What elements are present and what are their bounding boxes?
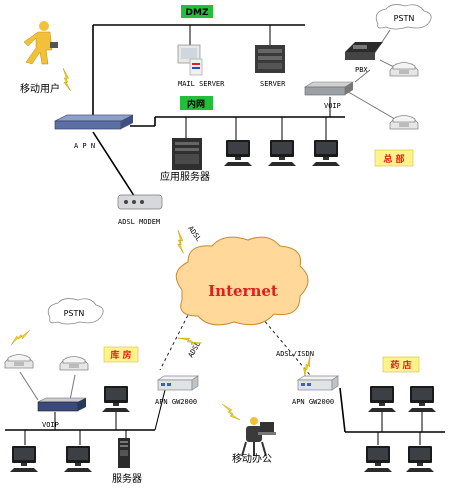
phone-icon (389, 115, 419, 130)
adsl-isdn-label: ADSL/ISDN (276, 350, 314, 358)
phone-icon (389, 62, 419, 77)
voip-top-label: VOIP (324, 102, 341, 110)
dmz-tag: DMZ (181, 5, 213, 18)
monitor-icon (268, 140, 296, 166)
monitor-icon (406, 446, 434, 472)
internet-cloud-icon: Internet (175, 236, 309, 326)
gw-left-label: APN GW2000 (155, 398, 197, 406)
dmz-label: DMZ (186, 8, 209, 18)
warehouse-label: 库 房 (110, 349, 131, 361)
phone-icon (59, 356, 89, 371)
pharmacy-label: 药 店 (390, 359, 411, 371)
connections (5, 24, 445, 445)
internet-label: Internet (208, 282, 278, 300)
warehouse-tag: 库 房 (103, 346, 139, 363)
monitor-icon (224, 140, 252, 166)
pharmacy-tag: 药 店 (382, 356, 420, 373)
apn-gw2000-icon (157, 375, 199, 391)
pbx-icon (345, 42, 383, 60)
server-icon (118, 438, 130, 468)
apn-to-modem (92, 131, 141, 206)
voip-left-label: VOIP (42, 421, 59, 429)
hq-tag: 总 部 (374, 149, 414, 167)
app-server-label: 应用服务器 (160, 170, 210, 183)
pstn-cloud-left: PSTN (47, 298, 104, 325)
adsl-left-label: ADSL (187, 340, 202, 359)
server-icon (255, 45, 285, 73)
pbx-label: PBX (355, 66, 368, 74)
server-label: SERVER (260, 80, 286, 88)
adsl-top-label: ADSL (186, 225, 202, 243)
pstn-cloud-top: PSTN (375, 4, 432, 30)
apn-gw2000-icon (297, 375, 339, 391)
monitor-icon (102, 386, 130, 412)
lightning-icon (168, 229, 193, 254)
lan-tag: 内网 (180, 96, 213, 110)
voip-gateway-icon (37, 397, 87, 412)
mobile-office-label: 移动办公 (232, 452, 272, 465)
apn-label: A P N (74, 142, 95, 150)
monitor-icon (408, 386, 436, 412)
mail-server-label: MAIL SERVER (178, 80, 225, 88)
monitor-icon (64, 446, 92, 472)
monitor-icon (368, 386, 396, 412)
mobile-user-label: 移动用户 (20, 82, 60, 95)
lightning-icon (221, 403, 241, 421)
monitor-icon (10, 446, 38, 472)
mail-server-icon (177, 44, 203, 76)
phone-icon (4, 354, 34, 369)
mobile-office-icon (241, 417, 276, 457)
pstn-left-label: PSTN (64, 309, 85, 318)
voip-gateway-icon (303, 81, 355, 96)
app-server-icon (172, 138, 202, 170)
monitor-icon (312, 140, 340, 166)
lightning-icon (10, 327, 31, 348)
hq-label: 总 部 (383, 153, 404, 165)
adsl-modem-icon (117, 194, 163, 210)
pstn-top-label: PSTN (394, 14, 415, 23)
adsl-modem-label: ADSL MODEM (118, 218, 160, 226)
lightning-icon (295, 354, 320, 379)
gw-right-label: APN GW2000 (292, 398, 334, 406)
monitor-icon (364, 446, 392, 472)
mobile-user-icon (23, 21, 58, 65)
lan-label: 内网 (187, 98, 205, 110)
apn-router-icon (54, 114, 134, 130)
server-left-label: 服务器 (112, 472, 142, 485)
